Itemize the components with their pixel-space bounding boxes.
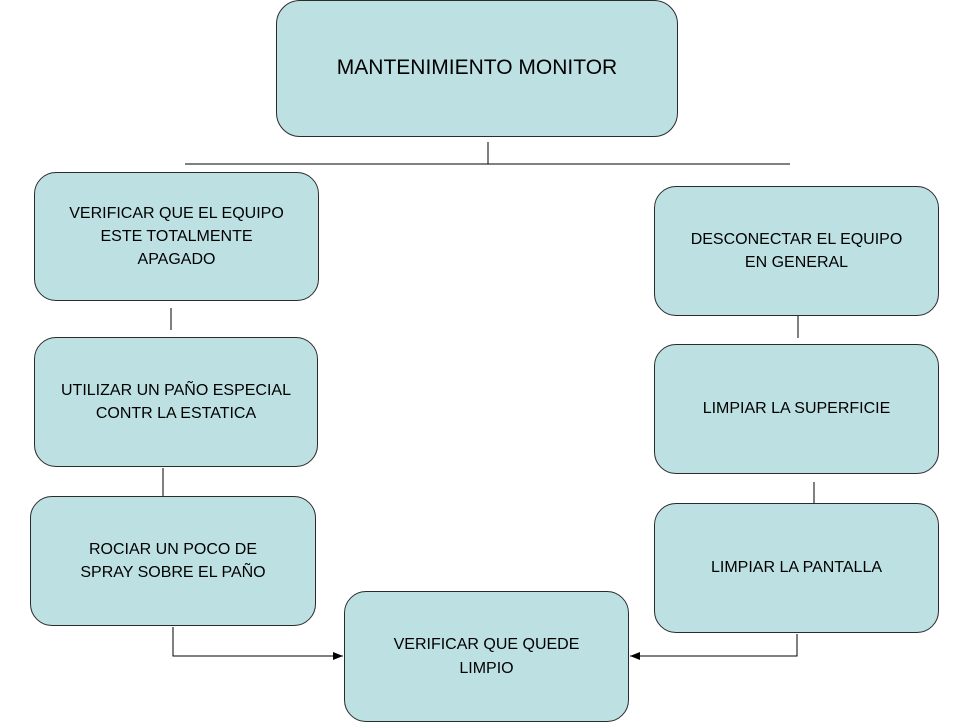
node-verificar-apagado-label: VERIFICAR QUE EL EQUIPO ESTE TOTALMENTE … <box>69 204 284 269</box>
node-desconectar-equipo-label: DESCONECTAR EL EQUIPO EN GENERAL <box>690 230 903 271</box>
left-arrow-to-final <box>172 627 343 660</box>
node-utilizar-pano: UTILIZAR UN PAÑO ESPECIAL CONTR LA ESTAT… <box>34 337 318 467</box>
node-verificar-limpio: VERIFICAR QUE QUEDE LIMPIO <box>344 591 629 722</box>
node-verificar-limpio-label: VERIFICAR QUE QUEDE LIMPIO <box>393 636 580 677</box>
node-desconectar-equipo: DESCONECTAR EL EQUIPO EN GENERAL <box>654 186 939 316</box>
node-verificar-apagado: VERIFICAR QUE EL EQUIPO ESTE TOTALMENTE … <box>34 172 319 301</box>
node-limpiar-superficie: LIMPIAR LA SUPERFICIE <box>654 344 939 474</box>
node-limpiar-superficie-label: LIMPIAR LA SUPERFICIE <box>702 400 891 418</box>
node-rociar-spray: ROCIAR UN POCO DE SPRAY SOBRE EL PAÑO <box>30 496 316 626</box>
node-limpiar-pantalla-label: LIMPIAR LA PANTALLA <box>710 559 883 577</box>
right-arrow-to-final <box>630 634 798 660</box>
node-rociar-spray-label: ROCIAR UN POCO DE SPRAY SOBRE EL PAÑO <box>80 540 266 581</box>
root-node-label: MANTENIMIENTO MONITOR <box>336 56 618 80</box>
root-node-mantenimiento-monitor: MANTENIMIENTO MONITOR <box>276 0 678 137</box>
node-limpiar-pantalla: LIMPIAR LA PANTALLA <box>654 503 939 633</box>
node-utilizar-pano-label: UTILIZAR UN PAÑO ESPECIAL CONTR LA ESTAT… <box>61 381 291 422</box>
